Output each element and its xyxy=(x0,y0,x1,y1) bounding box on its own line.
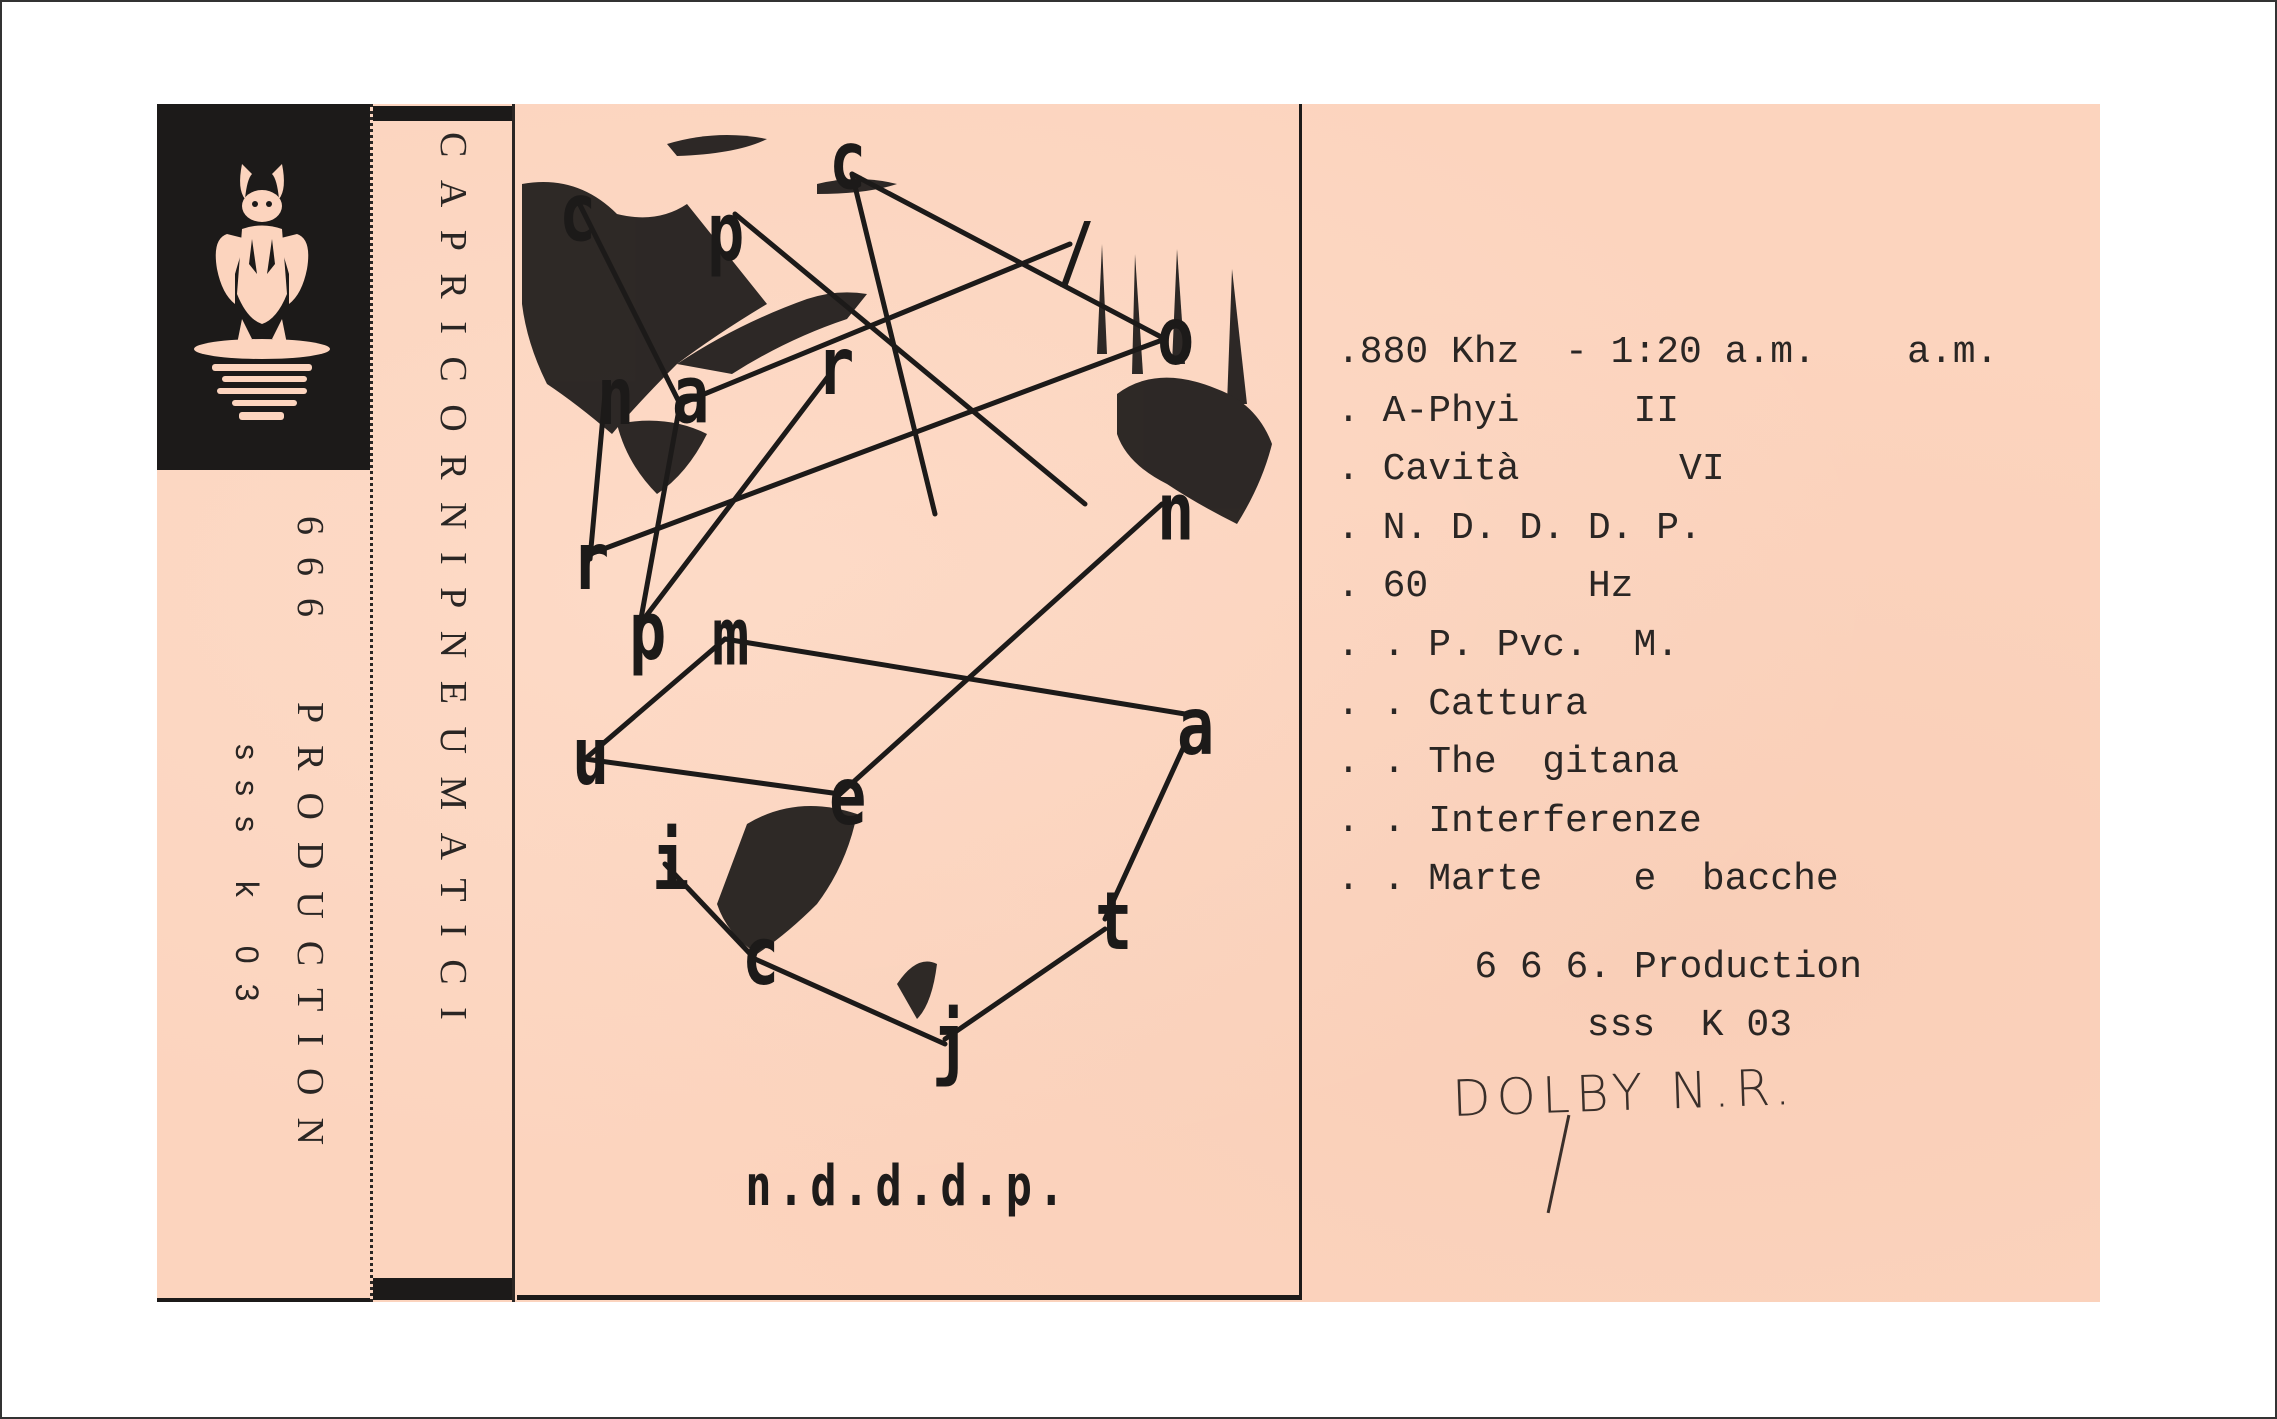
track-item: . . P. Pvc. M. xyxy=(1337,623,1680,667)
svg-text:m: m xyxy=(712,589,749,683)
svg-text:c: c xyxy=(742,909,779,1003)
flap-catalog-label: sss k 03 xyxy=(229,744,265,1022)
track-item: . N. D. D. D. P. xyxy=(1337,506,1702,550)
spine-title: CAPRICORNIPNEUMATICI xyxy=(432,132,474,1043)
track-item: . A-Phyi II xyxy=(1337,389,1680,433)
track-item: . . Interferenze xyxy=(1337,799,1702,843)
spine-bottom-bar xyxy=(373,1278,512,1300)
svg-text:u: u xyxy=(572,709,609,803)
svg-text:t: t xyxy=(1095,874,1132,968)
track-item: . Cavità VI xyxy=(1337,448,1725,492)
svg-text:i: i xyxy=(652,814,689,908)
track-item: . . Marte e bacche xyxy=(1337,858,1839,902)
svg-text:r: r xyxy=(572,514,609,608)
tracklist-panel: .880 Khz - 1:20 a.m. a.m. . A-Phyi II . … xyxy=(1302,104,2100,1302)
svg-text:n: n xyxy=(1157,464,1194,558)
svg-text:p: p xyxy=(707,185,744,279)
catalog-number: sss K 03 xyxy=(1586,1004,1792,1047)
constellation-artwork: c p c / o n a r r n p m a u e i t c j xyxy=(522,113,1272,1089)
flap-production-label: 666 PRODUCTION xyxy=(289,516,331,1167)
track-item: . 60 Hz xyxy=(1337,565,1634,609)
flap-bottom-edge xyxy=(157,1298,370,1302)
art-letter: c xyxy=(559,165,596,259)
spine-top-bar xyxy=(373,106,512,121)
svg-text:a: a xyxy=(1177,679,1214,773)
album-title: n.d.d.d.p. xyxy=(745,1154,1071,1219)
track-item: .880 Khz - 1:20 a.m. a.m. xyxy=(1337,331,1999,374)
left-flap: 666 PRODUCTION sss k 03 xyxy=(157,104,370,1302)
svg-text:n: n xyxy=(597,349,634,443)
flap-logo-band xyxy=(157,104,370,470)
svg-text:a: a xyxy=(672,347,709,441)
track-item: . . The gitana xyxy=(1337,741,1680,785)
label-name: 6 6 6. Production xyxy=(1474,946,1862,989)
gargoyle-reflection-logo-icon xyxy=(194,164,330,420)
cassette-j-card: 666 PRODUCTION sss k 03 CAPRICORNIPNEUMA… xyxy=(157,104,2100,1302)
svg-text:r: r xyxy=(817,319,854,413)
svg-text:/: / xyxy=(1057,204,1094,298)
spine: CAPRICORNIPNEUMATICI xyxy=(370,104,515,1302)
track-list: .880 Khz - 1:20 a.m. a.m. . A-Phyi II . … xyxy=(1337,324,1998,910)
svg-text:j: j xyxy=(932,995,969,1089)
credits-block: 6 6 6. Production sss K 03 xyxy=(1302,939,1862,1055)
front-cover: c p c / o n a r r n p m a u e i t c j n. xyxy=(517,104,1302,1300)
track-item: . . Cattura xyxy=(1337,682,1588,726)
svg-text:c: c xyxy=(829,113,866,207)
svg-text:e: e xyxy=(829,749,866,843)
handwritten-dolby-note: DOLBY N.R. xyxy=(1451,1058,1798,1128)
handwritten-stroke xyxy=(1546,1114,1571,1214)
svg-text:p: p xyxy=(629,584,666,678)
svg-text:o: o xyxy=(1157,289,1194,383)
